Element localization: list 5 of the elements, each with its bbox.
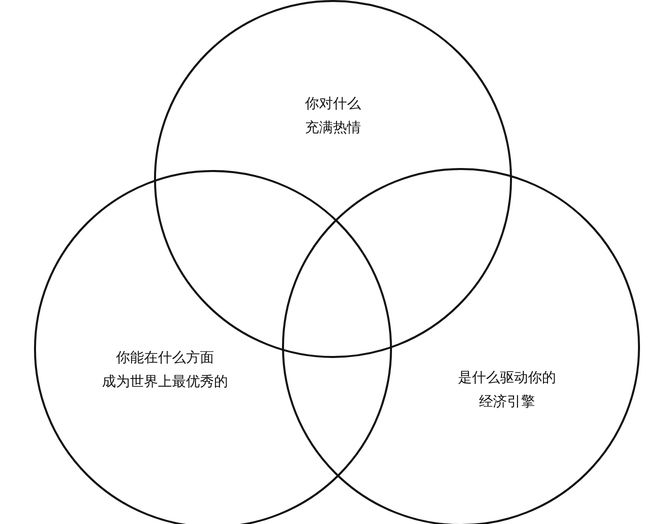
circle-label: 是什么驱动你的经济引擎	[458, 369, 556, 412]
venn-circle	[282, 168, 640, 524]
circle-label: 你能在什么方面成为世界上最优秀的	[102, 349, 228, 392]
venn-circle	[34, 170, 392, 524]
circle-label: 你对什么充满热情	[305, 95, 361, 138]
